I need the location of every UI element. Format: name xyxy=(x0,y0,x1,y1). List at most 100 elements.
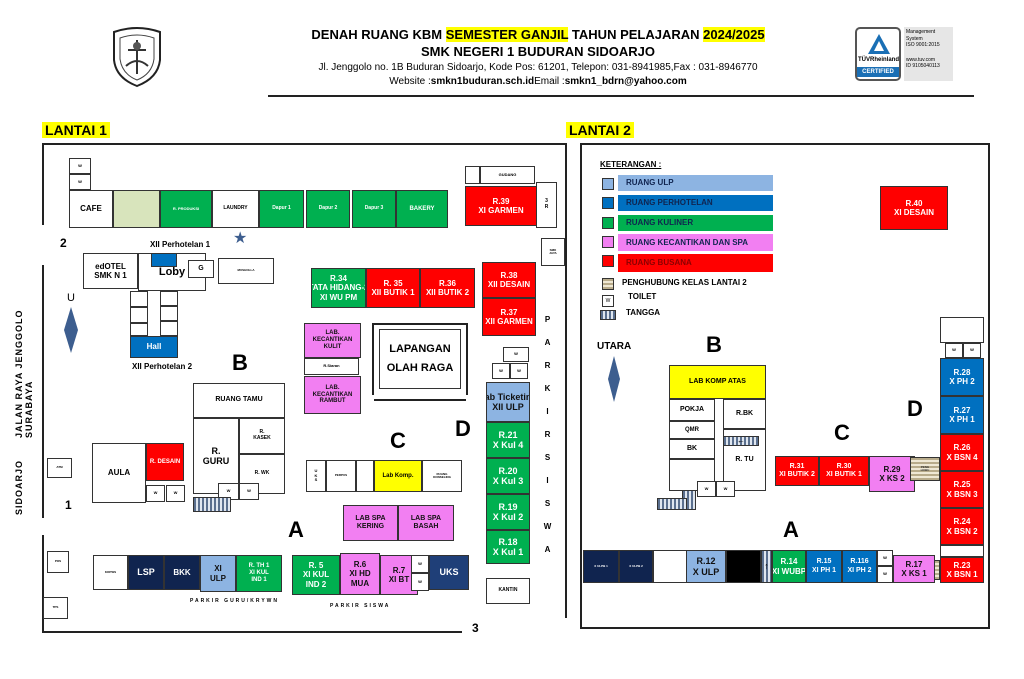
tuv-certification-logo: TÜVRheinland CERTIFIED Management System… xyxy=(855,27,953,83)
header-divider xyxy=(268,95,974,97)
room-label: KASEK xyxy=(253,435,271,441)
room-label: XII BUTIK 2 xyxy=(425,288,470,297)
room-label: R.21 xyxy=(498,429,518,440)
room-label: W xyxy=(514,351,518,357)
room-pos: POS xyxy=(47,551,69,573)
room-label: X BSN 3 xyxy=(946,489,978,499)
room-label: MUA xyxy=(350,578,370,588)
legend-swatch-ulp xyxy=(602,178,614,190)
tuv-badge: CERTIFIED xyxy=(857,67,899,77)
tuv-text: ISO 9001:2015 xyxy=(906,42,940,48)
school-contact: Website :smkn1buduran.sch.idEmail :smkn1… xyxy=(268,76,808,87)
room-h2 xyxy=(130,307,148,323)
room-label: W xyxy=(970,347,974,353)
room-label: R.31 xyxy=(789,462,805,470)
room-label: KONSELING xyxy=(433,475,451,479)
room-label: W xyxy=(247,488,251,494)
room-label: X ULPB 1 xyxy=(594,563,608,568)
website-link[interactable]: smkn1buduran.sch.id xyxy=(430,76,535,87)
room-label: Dapur 3 xyxy=(364,205,384,212)
room-w2: W xyxy=(69,174,91,190)
room-label: POKJA xyxy=(679,405,705,413)
room-h3 xyxy=(130,323,148,336)
room-label: IND 2 xyxy=(305,579,327,589)
room-label: G xyxy=(198,264,204,272)
room-label: UKS xyxy=(439,567,459,578)
room-label: W xyxy=(499,367,503,373)
room-label: R.6 xyxy=(353,560,367,570)
room-label: BASAH xyxy=(413,523,439,530)
room-label: LAB. xyxy=(325,384,340,391)
room-label: W xyxy=(883,554,887,560)
room-hall: Hall xyxy=(130,336,178,358)
room-gudang0 xyxy=(465,166,480,184)
room-label: GURU xyxy=(202,456,230,466)
room-dapur2: Dapur 2 xyxy=(306,190,350,228)
sports-field-line xyxy=(374,399,466,401)
room-wd1: W xyxy=(503,347,529,362)
room-label: GUDANG xyxy=(498,171,517,177)
room-label: R.24 xyxy=(953,517,971,527)
room-label: W xyxy=(78,178,82,184)
room-label: MUSHOLLA xyxy=(237,268,255,273)
title-text: DENAH RUANG KBM xyxy=(311,27,446,42)
title-year: 2024/2025 xyxy=(703,27,765,42)
legend-item-toilet: TOILET xyxy=(628,292,657,301)
room-rgap xyxy=(940,545,984,557)
room-label: XI HD xyxy=(349,569,371,579)
room-wb2: W xyxy=(716,481,735,497)
room-label: R.39 xyxy=(492,196,510,206)
road-label: JALAN RAYA JENGGOLO SURABAYA xyxy=(14,309,34,438)
star-icon: ★ xyxy=(233,230,248,247)
room-label: R.36 xyxy=(439,278,456,288)
room-mushola: MUSHOLLA xyxy=(218,258,274,284)
legend-item-stairs: TANGGA xyxy=(626,308,661,317)
tuv-brand: TÜVRheinland xyxy=(858,57,900,63)
room-label: R.23 xyxy=(953,560,971,570)
room-label: BKK xyxy=(173,567,191,577)
legend-item-ulp: RUANG ULP xyxy=(618,175,773,191)
room-label: X ULP xyxy=(692,566,720,577)
room-bk: BK xyxy=(669,439,715,459)
room-label: CAFE xyxy=(80,204,102,214)
room-wb1: W xyxy=(697,481,716,497)
label-perhotelan-2: XII Perhotelan 2 xyxy=(132,362,193,371)
room-label: Hall xyxy=(146,342,162,352)
room-label: BAKERY xyxy=(409,205,435,212)
room-produksi: R. PRODUKSI xyxy=(160,190,212,228)
legend-swatch-kecantikan xyxy=(602,236,614,248)
legend-swatch-bridge xyxy=(602,278,614,290)
floor2-label: LANTAI 2 xyxy=(566,122,634,138)
room-label: XII GARMEN xyxy=(485,317,533,326)
room-tamu: RUANG TAMU xyxy=(193,383,285,418)
room-label: R.19 xyxy=(498,501,518,512)
room-label: KOPSIS xyxy=(104,569,117,574)
room-label: R. PRODUKSI xyxy=(172,205,200,211)
floor1-boundary xyxy=(42,631,462,633)
room-label: X Kul 2 xyxy=(492,512,524,522)
school-name: SMK NEGERI 1 BUDURAN SIDOARJO xyxy=(420,44,656,59)
room-label: R.BK xyxy=(735,409,754,417)
room-label: W xyxy=(704,485,709,491)
room-laundry: LAUNDRY xyxy=(212,190,259,228)
floor1-boundary xyxy=(42,143,566,145)
legend-item-kecantikan: RUANG KECANTIKAN DAN SPA xyxy=(618,234,773,251)
tuv-text: www.tuv.com xyxy=(906,56,936,63)
north-label: U xyxy=(67,292,75,304)
email-link[interactable]: smkn1_bdrn@yahoo.com xyxy=(564,76,687,87)
legend-item-perhotelan: RUANG PERHOTELAN xyxy=(618,195,773,211)
title-text: TAHUN PELAJARAN xyxy=(568,27,704,42)
